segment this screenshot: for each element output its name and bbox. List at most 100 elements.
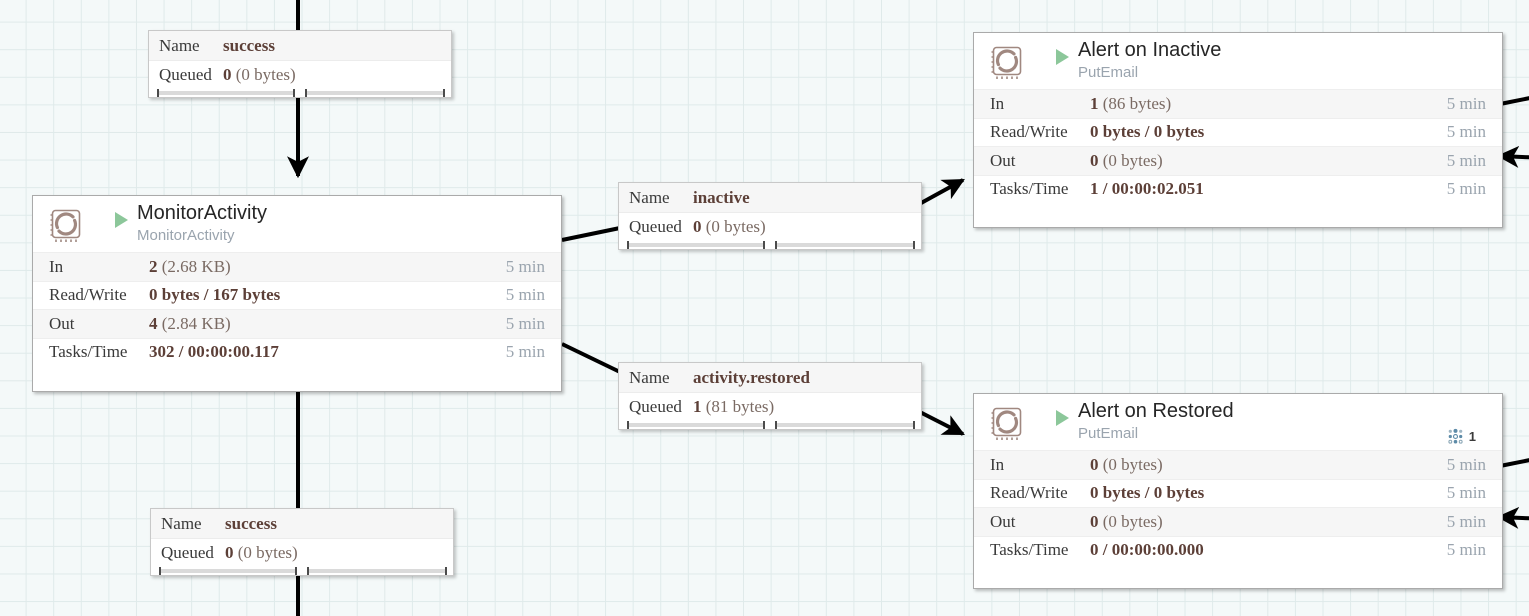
connection-queued-value: 0 (0 bytes) xyxy=(225,543,298,562)
connection-queued-key: Queued xyxy=(161,543,214,562)
connection-queued-value: 0 (0 bytes) xyxy=(223,65,296,84)
connection-queued-key: Queued xyxy=(629,397,682,416)
edge-right-stub-restored xyxy=(1499,458,1529,468)
processor-name: MonitorActivity xyxy=(137,202,268,224)
connection-name-value: inactive xyxy=(693,187,750,207)
connection-name-key: Name xyxy=(159,35,200,55)
stat-time: 5 min xyxy=(1446,540,1486,560)
stat-time: 5 min xyxy=(1446,150,1486,170)
stat-label: Out xyxy=(49,313,75,333)
stat-row: Out 0 (0 bytes) 5 min xyxy=(974,507,1502,536)
bar-tick xyxy=(775,421,777,429)
processor-type: PutEmail xyxy=(1078,425,1139,442)
connection-backpressure-bars xyxy=(149,89,451,97)
stat-row: Read/Write 0 bytes / 0 bytes 5 min xyxy=(974,478,1502,508)
edge-right-into-inactive xyxy=(1496,145,1529,168)
connection-name-value: success xyxy=(225,513,277,533)
stat-time: 5 min xyxy=(1446,93,1486,113)
stat-time: 5 min xyxy=(505,256,545,276)
stat-value: 0 (0 bytes) xyxy=(1090,454,1163,474)
queue-bytes-bar xyxy=(775,423,913,427)
stat-row: Read/Write 0 bytes / 167 bytes 5 min xyxy=(33,280,561,310)
edge-right-into-restored xyxy=(1496,506,1529,529)
stat-label: In xyxy=(990,454,1005,474)
stat-label: Out xyxy=(990,150,1016,170)
bar-tick xyxy=(295,567,297,575)
connection-name-key: Name xyxy=(629,187,670,207)
connection-name-row: Name success xyxy=(149,31,451,60)
run-status-play-icon xyxy=(1056,410,1069,426)
bar-tick xyxy=(307,567,309,575)
stat-value: 0 (0 bytes) xyxy=(1090,150,1163,170)
processor-chip-icon xyxy=(991,407,1022,440)
stat-label: Read/Write xyxy=(49,285,127,305)
queue-bytes-bar xyxy=(307,569,445,573)
processor-chip-icon xyxy=(50,209,81,242)
connection-name-value: activity.restored xyxy=(693,367,810,387)
run-status-play-icon xyxy=(1056,49,1069,65)
edge-activity-restored xyxy=(561,342,621,374)
connection-success-top[interactable]: Name success Queued 0 (0 bytes) xyxy=(148,30,452,98)
queue-bytes-bar xyxy=(775,243,913,247)
processor-alert-on-restored[interactable]: Alert on Restored PutEmail 1 In 0 xyxy=(973,393,1503,589)
processor-name: Alert on Inactive xyxy=(1078,39,1222,61)
queue-objects-bar xyxy=(627,243,765,247)
active-threads-icon xyxy=(1448,428,1463,444)
stat-time: 5 min xyxy=(1446,454,1486,474)
queue-objects-bar xyxy=(157,91,295,95)
connection-success-bottom[interactable]: Name success Queued 0 (0 bytes) xyxy=(150,508,454,576)
stat-time: 5 min xyxy=(1446,122,1486,142)
connection-queued-value: 0 (0 bytes) xyxy=(693,217,766,236)
stat-label: In xyxy=(990,93,1005,113)
connection-activity-restored[interactable]: Name activity.restored Queued 1 (81 byte… xyxy=(618,362,922,430)
processor-alert-on-inactive[interactable]: Alert on Inactive PutEmail In 1 (86 byte… xyxy=(973,32,1503,228)
connection-queued-row: Queued 0 (0 bytes) xyxy=(151,538,453,567)
stat-time: 5 min xyxy=(505,342,545,362)
connection-backpressure-bars xyxy=(151,567,453,575)
connection-name-row: Name inactive xyxy=(619,183,921,212)
processor-monitoractivity[interactable]: MonitorActivity MonitorActivity In 2 (2.… xyxy=(32,195,562,392)
queue-objects-bar xyxy=(627,423,765,427)
stat-row: Out 0 (0 bytes) 5 min xyxy=(974,146,1502,175)
stat-row: Out 4 (2.84 KB) 5 min xyxy=(33,309,561,338)
connection-queued-key: Queued xyxy=(159,65,212,84)
connection-inactive[interactable]: Name inactive Queued 0 (0 bytes) xyxy=(618,182,922,250)
connection-queued-row: Queued 0 (0 bytes) xyxy=(149,60,451,89)
bar-tick xyxy=(627,241,629,249)
connection-name-value: success xyxy=(223,35,275,55)
stat-value: 0 / 00:00:00.000 xyxy=(1090,540,1204,560)
connection-name-key: Name xyxy=(161,513,202,533)
connection-name-row: Name success xyxy=(151,509,453,538)
bar-tick xyxy=(445,567,447,575)
active-threads-badge: 1 xyxy=(1447,428,1476,445)
stat-row: Tasks/Time 302 / 00:00:00.117 5 min xyxy=(33,337,561,367)
stat-time: 5 min xyxy=(505,313,545,333)
edge-inactive xyxy=(561,226,621,242)
connection-queued-value: 1 (81 bytes) xyxy=(693,397,775,416)
bar-tick xyxy=(763,241,765,249)
stat-label: Tasks/Time xyxy=(49,342,128,362)
processor-header: Alert on Restored PutEmail 1 xyxy=(974,394,1502,450)
bar-tick xyxy=(913,241,915,249)
processor-type: PutEmail xyxy=(1078,64,1139,81)
stat-value: 302 / 00:00:00.117 xyxy=(149,342,279,362)
connection-backpressure-bars xyxy=(619,241,921,249)
bar-tick xyxy=(763,421,765,429)
active-threads-count: 1 xyxy=(1468,429,1476,444)
bar-tick xyxy=(913,421,915,429)
stat-value: 4 (2.84 KB) xyxy=(149,313,231,333)
stat-label: In xyxy=(49,256,64,276)
bar-tick xyxy=(293,89,295,97)
stat-label: Tasks/Time xyxy=(990,179,1069,199)
stat-value: 1 / 00:00:02.051 xyxy=(1090,179,1204,199)
stat-time: 5 min xyxy=(1446,511,1486,531)
bar-tick xyxy=(157,89,159,97)
stat-row: Tasks/Time 1 / 00:00:02.051 5 min xyxy=(974,174,1502,204)
stat-time: 5 min xyxy=(505,285,545,305)
stat-time: 5 min xyxy=(1446,483,1486,503)
bar-tick xyxy=(443,89,445,97)
edge-right-stub-inactive xyxy=(1499,96,1529,106)
stat-label: Read/Write xyxy=(990,483,1068,503)
connection-name-key: Name xyxy=(629,367,670,387)
